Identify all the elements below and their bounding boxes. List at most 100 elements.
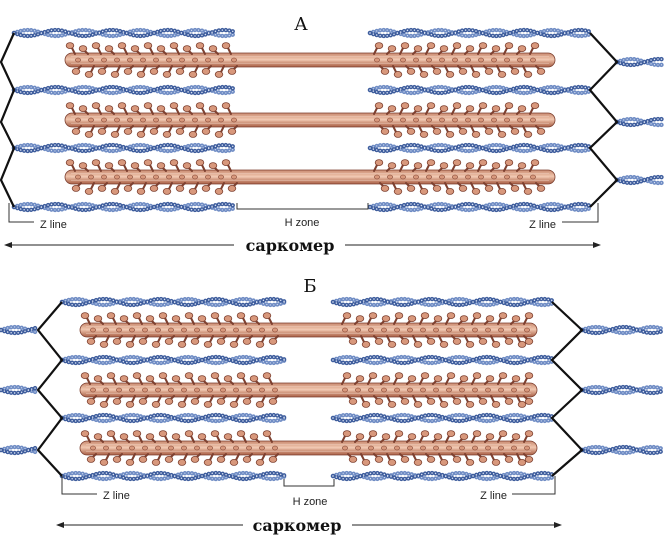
myosin-head <box>392 182 403 195</box>
myosin-knob <box>142 445 148 451</box>
myosin-head <box>341 312 352 325</box>
sarcomere-label: саркомер <box>253 516 342 535</box>
myosin-head <box>470 65 481 78</box>
myosin-knob <box>465 174 471 180</box>
myosin-head <box>354 315 365 325</box>
myosin-head <box>445 372 456 385</box>
myosin-head <box>471 372 482 385</box>
myosin-knob <box>179 174 185 180</box>
myosin-head <box>236 312 247 325</box>
actin-strand-highlight <box>581 326 664 334</box>
myosin-head <box>470 125 481 138</box>
myosin-head <box>119 375 130 385</box>
myosin-head <box>110 65 121 78</box>
myosin-knob <box>75 57 81 63</box>
myosin-knob <box>368 445 374 451</box>
myosin-head <box>136 125 147 138</box>
myosin-head <box>379 182 390 192</box>
myosin-head <box>145 433 156 443</box>
myosin-head <box>171 315 182 325</box>
myosin-head <box>255 335 266 348</box>
myosin-knob <box>342 445 348 451</box>
myosin-knob <box>140 57 146 63</box>
myosin-head <box>483 182 494 192</box>
myosin-knob <box>231 174 237 180</box>
myosin-knob <box>101 174 107 180</box>
thick-filament <box>64 42 556 78</box>
myosin-head <box>149 125 160 135</box>
arrow-head-right <box>593 242 601 248</box>
myosin-head <box>86 395 97 405</box>
myosin-head <box>182 162 193 172</box>
myosin-head <box>464 335 475 348</box>
myosin-head <box>268 335 279 345</box>
myosin-head <box>117 42 128 55</box>
myosin-head <box>386 335 397 348</box>
myosin-head <box>93 375 104 385</box>
myosin-head <box>412 105 423 115</box>
myosin-knob <box>114 57 120 63</box>
actin-strand <box>614 174 664 186</box>
myosin-head <box>477 42 488 55</box>
actin-strand-highlight <box>581 386 664 394</box>
myosin-head <box>380 375 391 385</box>
myosin-knob <box>129 327 135 333</box>
z-line-left-bracket <box>8 203 34 223</box>
myosin-knob <box>407 445 413 451</box>
myosin-head <box>104 45 115 55</box>
myosin-head <box>458 375 469 385</box>
myosin-knob <box>127 174 133 180</box>
myosin-head <box>464 395 475 408</box>
arrow-head-left <box>56 522 64 528</box>
myosin-head <box>523 453 534 463</box>
myosin-head <box>490 45 501 55</box>
myosin-head <box>97 125 108 135</box>
myosin-head <box>503 395 514 405</box>
myosin-head <box>516 105 527 115</box>
myosin-head <box>444 182 455 195</box>
myosin-head <box>477 102 488 115</box>
myosin-knob <box>142 387 148 393</box>
myosin-head <box>125 453 136 466</box>
myosin-knob <box>231 57 237 63</box>
actin-strand-highlight <box>61 356 288 364</box>
myosin-head <box>229 453 240 466</box>
myosin-head <box>214 182 225 195</box>
myosin-knob <box>400 174 406 180</box>
myosin-head <box>438 395 449 408</box>
myosin-head <box>393 372 404 385</box>
thin-filament <box>367 27 593 39</box>
z-line-right-label: Z line <box>480 490 507 502</box>
myosin-head <box>386 453 397 466</box>
actin-strand <box>614 56 664 68</box>
myosin-head <box>175 125 186 135</box>
myosin-knob <box>491 117 497 123</box>
actin-strand-highlight <box>0 446 39 454</box>
myosin-head <box>197 375 208 385</box>
myosin-head <box>458 315 469 325</box>
actin-strand <box>614 174 664 186</box>
myosin-knob <box>530 57 536 63</box>
myosin-knob <box>233 445 239 451</box>
myosin-head <box>71 182 82 192</box>
myosin-head <box>123 182 134 192</box>
z-line-right-label: Z line <box>529 219 556 231</box>
myosin-head <box>522 125 533 138</box>
myosin-head <box>216 453 227 463</box>
myosin-head <box>143 42 154 55</box>
myosin-head <box>503 102 514 115</box>
myosin-head <box>188 125 199 138</box>
actin-strand-highlight <box>61 472 288 480</box>
myosin-knob <box>88 57 94 63</box>
myosin-head <box>510 375 521 385</box>
myosin-head <box>529 42 540 55</box>
myosin-knob <box>511 445 517 451</box>
myosin-head <box>80 430 91 443</box>
myosin-head <box>136 65 147 78</box>
myosin-head <box>221 42 232 55</box>
myosin-head <box>432 433 443 443</box>
thin-filament <box>614 56 664 68</box>
myosin-head <box>130 105 141 115</box>
actin-strand-highlight <box>13 29 237 37</box>
